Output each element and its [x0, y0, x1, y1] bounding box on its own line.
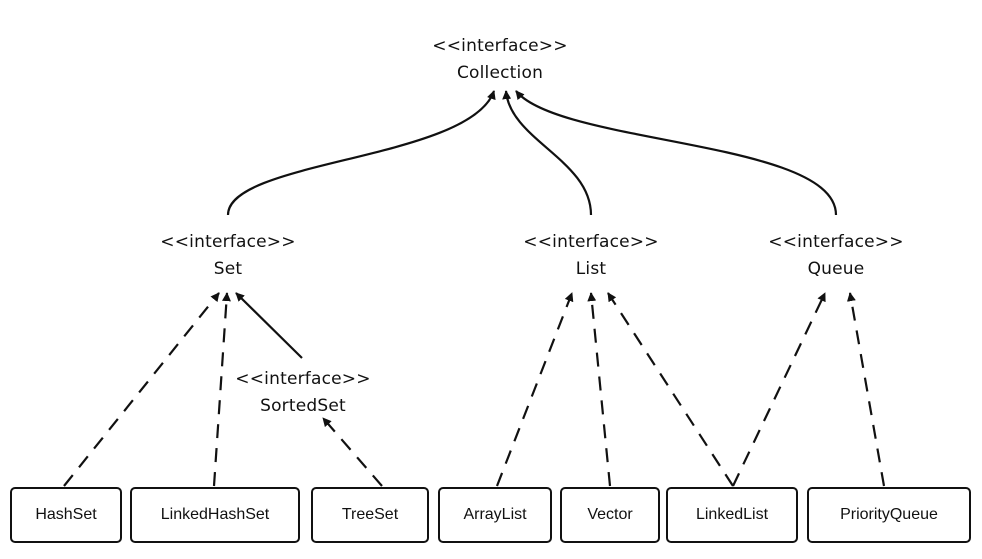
class-arraylist: ArrayList	[438, 487, 552, 543]
edge-treeset-implements-sortedset	[322, 417, 383, 487]
class-name: LinkedHashSet	[160, 506, 270, 523]
stereotype-label: <<interface>>	[235, 369, 371, 389]
interface-collection: <<interface>> Collection	[420, 33, 580, 87]
class-name: Vector	[587, 506, 633, 523]
edge-linkedlist-implements-list	[607, 292, 734, 487]
stereotype-label: <<interface>>	[523, 232, 659, 252]
class-linkedlist: LinkedList	[666, 487, 798, 543]
edge-queue-extends-collection	[515, 90, 838, 216]
edge-list-extends-collection	[502, 90, 593, 216]
class-priorityqueue: PriorityQueue	[807, 487, 971, 543]
stereotype-label: <<interface>>	[160, 232, 296, 252]
edge-priorityqueue-implements-queue	[846, 292, 886, 487]
class-vector: Vector	[560, 487, 660, 543]
edge-sortedset-extends-set	[235, 292, 303, 359]
edge-hashset-implements-set	[63, 292, 220, 487]
interface-name: Collection	[456, 63, 544, 83]
edge-linkedhashset-implements-set	[212, 292, 231, 487]
class-name: TreeSet	[341, 506, 399, 523]
class-name: HashSet	[35, 506, 97, 523]
interface-name: Set	[213, 259, 243, 279]
class-hashset: HashSet	[10, 487, 122, 543]
class-name: LinkedList	[695, 506, 769, 523]
interface-list: <<interface>> List	[511, 229, 671, 283]
interface-name: SortedSet	[260, 396, 346, 416]
class-treeset: TreeSet	[311, 487, 429, 543]
interface-set: <<interface>> Set	[148, 229, 308, 283]
edge-linkedlist-implements-queue	[732, 292, 826, 487]
class-name: ArrayList	[463, 506, 527, 523]
edge-arraylist-implements-list	[495, 292, 574, 487]
class-name: PriorityQueue	[840, 506, 938, 523]
interface-sortedset: <<interface>> SortedSet	[223, 366, 383, 420]
interface-name: Queue	[807, 259, 865, 279]
stereotype-label: <<interface>>	[768, 232, 904, 252]
interface-name: List	[575, 259, 607, 279]
class-linkedhashset: LinkedHashSet	[130, 487, 300, 543]
edge-set-extends-collection	[226, 90, 496, 216]
interface-queue: <<interface>> Queue	[756, 229, 916, 283]
stereotype-label: <<interface>>	[432, 36, 568, 56]
edge-vector-implements-list	[587, 292, 612, 487]
